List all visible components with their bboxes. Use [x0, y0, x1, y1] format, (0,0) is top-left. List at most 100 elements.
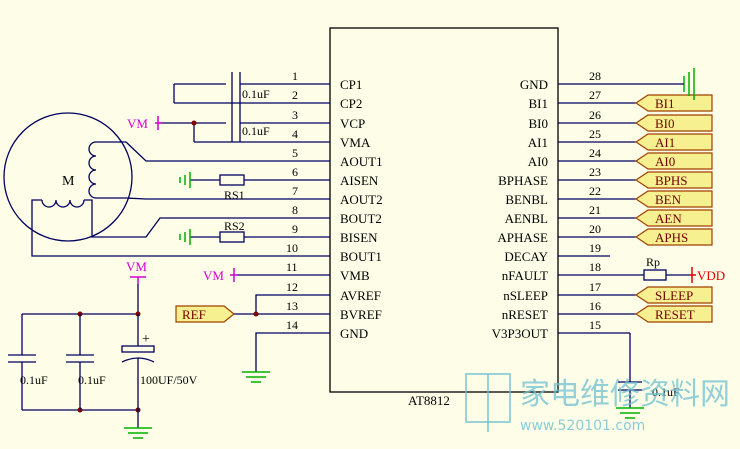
net-label-bi0: BI0 [634, 114, 713, 132]
svg-text:RS1: RS1 [224, 188, 245, 202]
svg-text:7: 7 [292, 184, 298, 198]
svg-text:+: + [142, 332, 150, 347]
svg-text:0.1uF: 0.1uF [652, 385, 680, 399]
svg-text:0.1uF: 0.1uF [242, 87, 270, 101]
svg-text:AENBL: AENBL [505, 211, 548, 226]
svg-text:BENBL: BENBL [505, 192, 548, 207]
svg-text:CP1: CP1 [340, 77, 362, 92]
svg-text:2: 2 [292, 88, 298, 102]
vdd-power: VDD [690, 267, 725, 283]
capacitor-bulk-3: + 100UF/50V [121, 314, 198, 410]
watermark: 家电维修资料网 www.520101.com [465, 373, 730, 434]
svg-text:VM: VM [203, 268, 224, 283]
capacitor-vcp: 0.1uF [160, 112, 276, 143]
svg-text:28: 28 [589, 69, 601, 83]
svg-text:25: 25 [589, 127, 601, 141]
svg-text:AI0: AI0 [655, 154, 675, 169]
svg-text:11: 11 [286, 260, 298, 274]
ground-symbol-pin28 [636, 68, 695, 100]
svg-text:AISEN: AISEN [340, 173, 379, 188]
svg-text:1: 1 [292, 69, 298, 83]
svg-text:10: 10 [286, 241, 298, 255]
svg-text:AI1: AI1 [528, 135, 548, 150]
capacitor-bank: VM 0.1uF 0.1uF + 100U [8, 259, 198, 439]
svg-text:23: 23 [589, 165, 601, 179]
svg-text:15: 15 [589, 318, 601, 332]
svg-text:19: 19 [589, 241, 601, 255]
svg-text:100UF/50V: 100UF/50V [140, 373, 198, 387]
net-label-ben: BEN [634, 190, 713, 208]
svg-text:0.1uF: 0.1uF [242, 124, 270, 138]
svg-text:VMB: VMB [340, 268, 370, 283]
svg-text:APHASE: APHASE [497, 230, 548, 245]
vm-power-1: VM [127, 116, 162, 131]
svg-text:BI1: BI1 [529, 96, 549, 111]
svg-text:BPHS: BPHS [655, 173, 688, 188]
svg-text:GND: GND [340, 326, 368, 341]
resistor-rp: Rp [643, 255, 690, 281]
net-label-aphs: APHS [634, 228, 713, 246]
svg-text:M: M [62, 174, 75, 189]
svg-text:VDD: VDD [697, 268, 725, 283]
svg-text:6: 6 [292, 165, 298, 179]
svg-text:27: 27 [589, 88, 601, 102]
ic-body [329, 27, 559, 393]
net-label-sleep: SLEEP [634, 286, 713, 304]
resistor-rs2: RS2 [179, 219, 276, 245]
svg-text:VM: VM [127, 116, 148, 131]
net-label-bi1: BI1 [634, 94, 713, 112]
svg-text:VMA: VMA [340, 135, 371, 150]
svg-text:AI0: AI0 [528, 154, 548, 169]
svg-text:16: 16 [589, 299, 601, 313]
svg-text:BI0: BI0 [529, 116, 549, 131]
ic-part-number: AT8812 [408, 393, 450, 408]
svg-text:BPHASE: BPHASE [498, 173, 548, 188]
svg-text:nSLEEP: nSLEEP [503, 288, 548, 303]
svg-text:BI1: BI1 [655, 96, 675, 111]
capacitor-bulk-2: 0.1uF [66, 314, 106, 410]
svg-text:BVREF: BVREF [340, 307, 382, 322]
stepper-motor: M [3, 112, 133, 242]
svg-text:CP2: CP2 [340, 96, 362, 111]
svg-text:8: 8 [292, 203, 298, 217]
svg-text:22: 22 [589, 184, 601, 198]
vm-power-2: VM [203, 268, 276, 283]
svg-text:BOUT1: BOUT1 [340, 249, 382, 264]
svg-text:BI0: BI0 [655, 116, 675, 131]
svg-text:0.1uF: 0.1uF [20, 373, 48, 387]
watermark-url: www.520101.com [520, 418, 645, 434]
svg-text:REF: REF [182, 307, 206, 322]
svg-text:AI1: AI1 [655, 135, 675, 150]
ground-symbol-bank [124, 410, 152, 439]
svg-text:0.1uF: 0.1uF [78, 373, 106, 387]
svg-text:BOUT2: BOUT2 [340, 211, 382, 226]
svg-text:BISEN: BISEN [340, 230, 378, 245]
net-label-aen: AEN [634, 209, 713, 227]
capacitor-cp: 0.1uF [173, 72, 276, 112]
svg-text:5: 5 [292, 146, 298, 160]
svg-text:AOUT1: AOUT1 [340, 154, 383, 169]
watermark-text: 家电维修资料网 [520, 377, 730, 412]
svg-text:20: 20 [589, 222, 601, 236]
svg-text:APHS: APHS [655, 230, 688, 245]
svg-text:13: 13 [286, 299, 298, 313]
svg-text:9: 9 [292, 222, 298, 236]
svg-text:AOUT2: AOUT2 [340, 192, 383, 207]
svg-text:GND: GND [520, 77, 548, 92]
svg-text:nRESET: nRESET [502, 307, 548, 322]
